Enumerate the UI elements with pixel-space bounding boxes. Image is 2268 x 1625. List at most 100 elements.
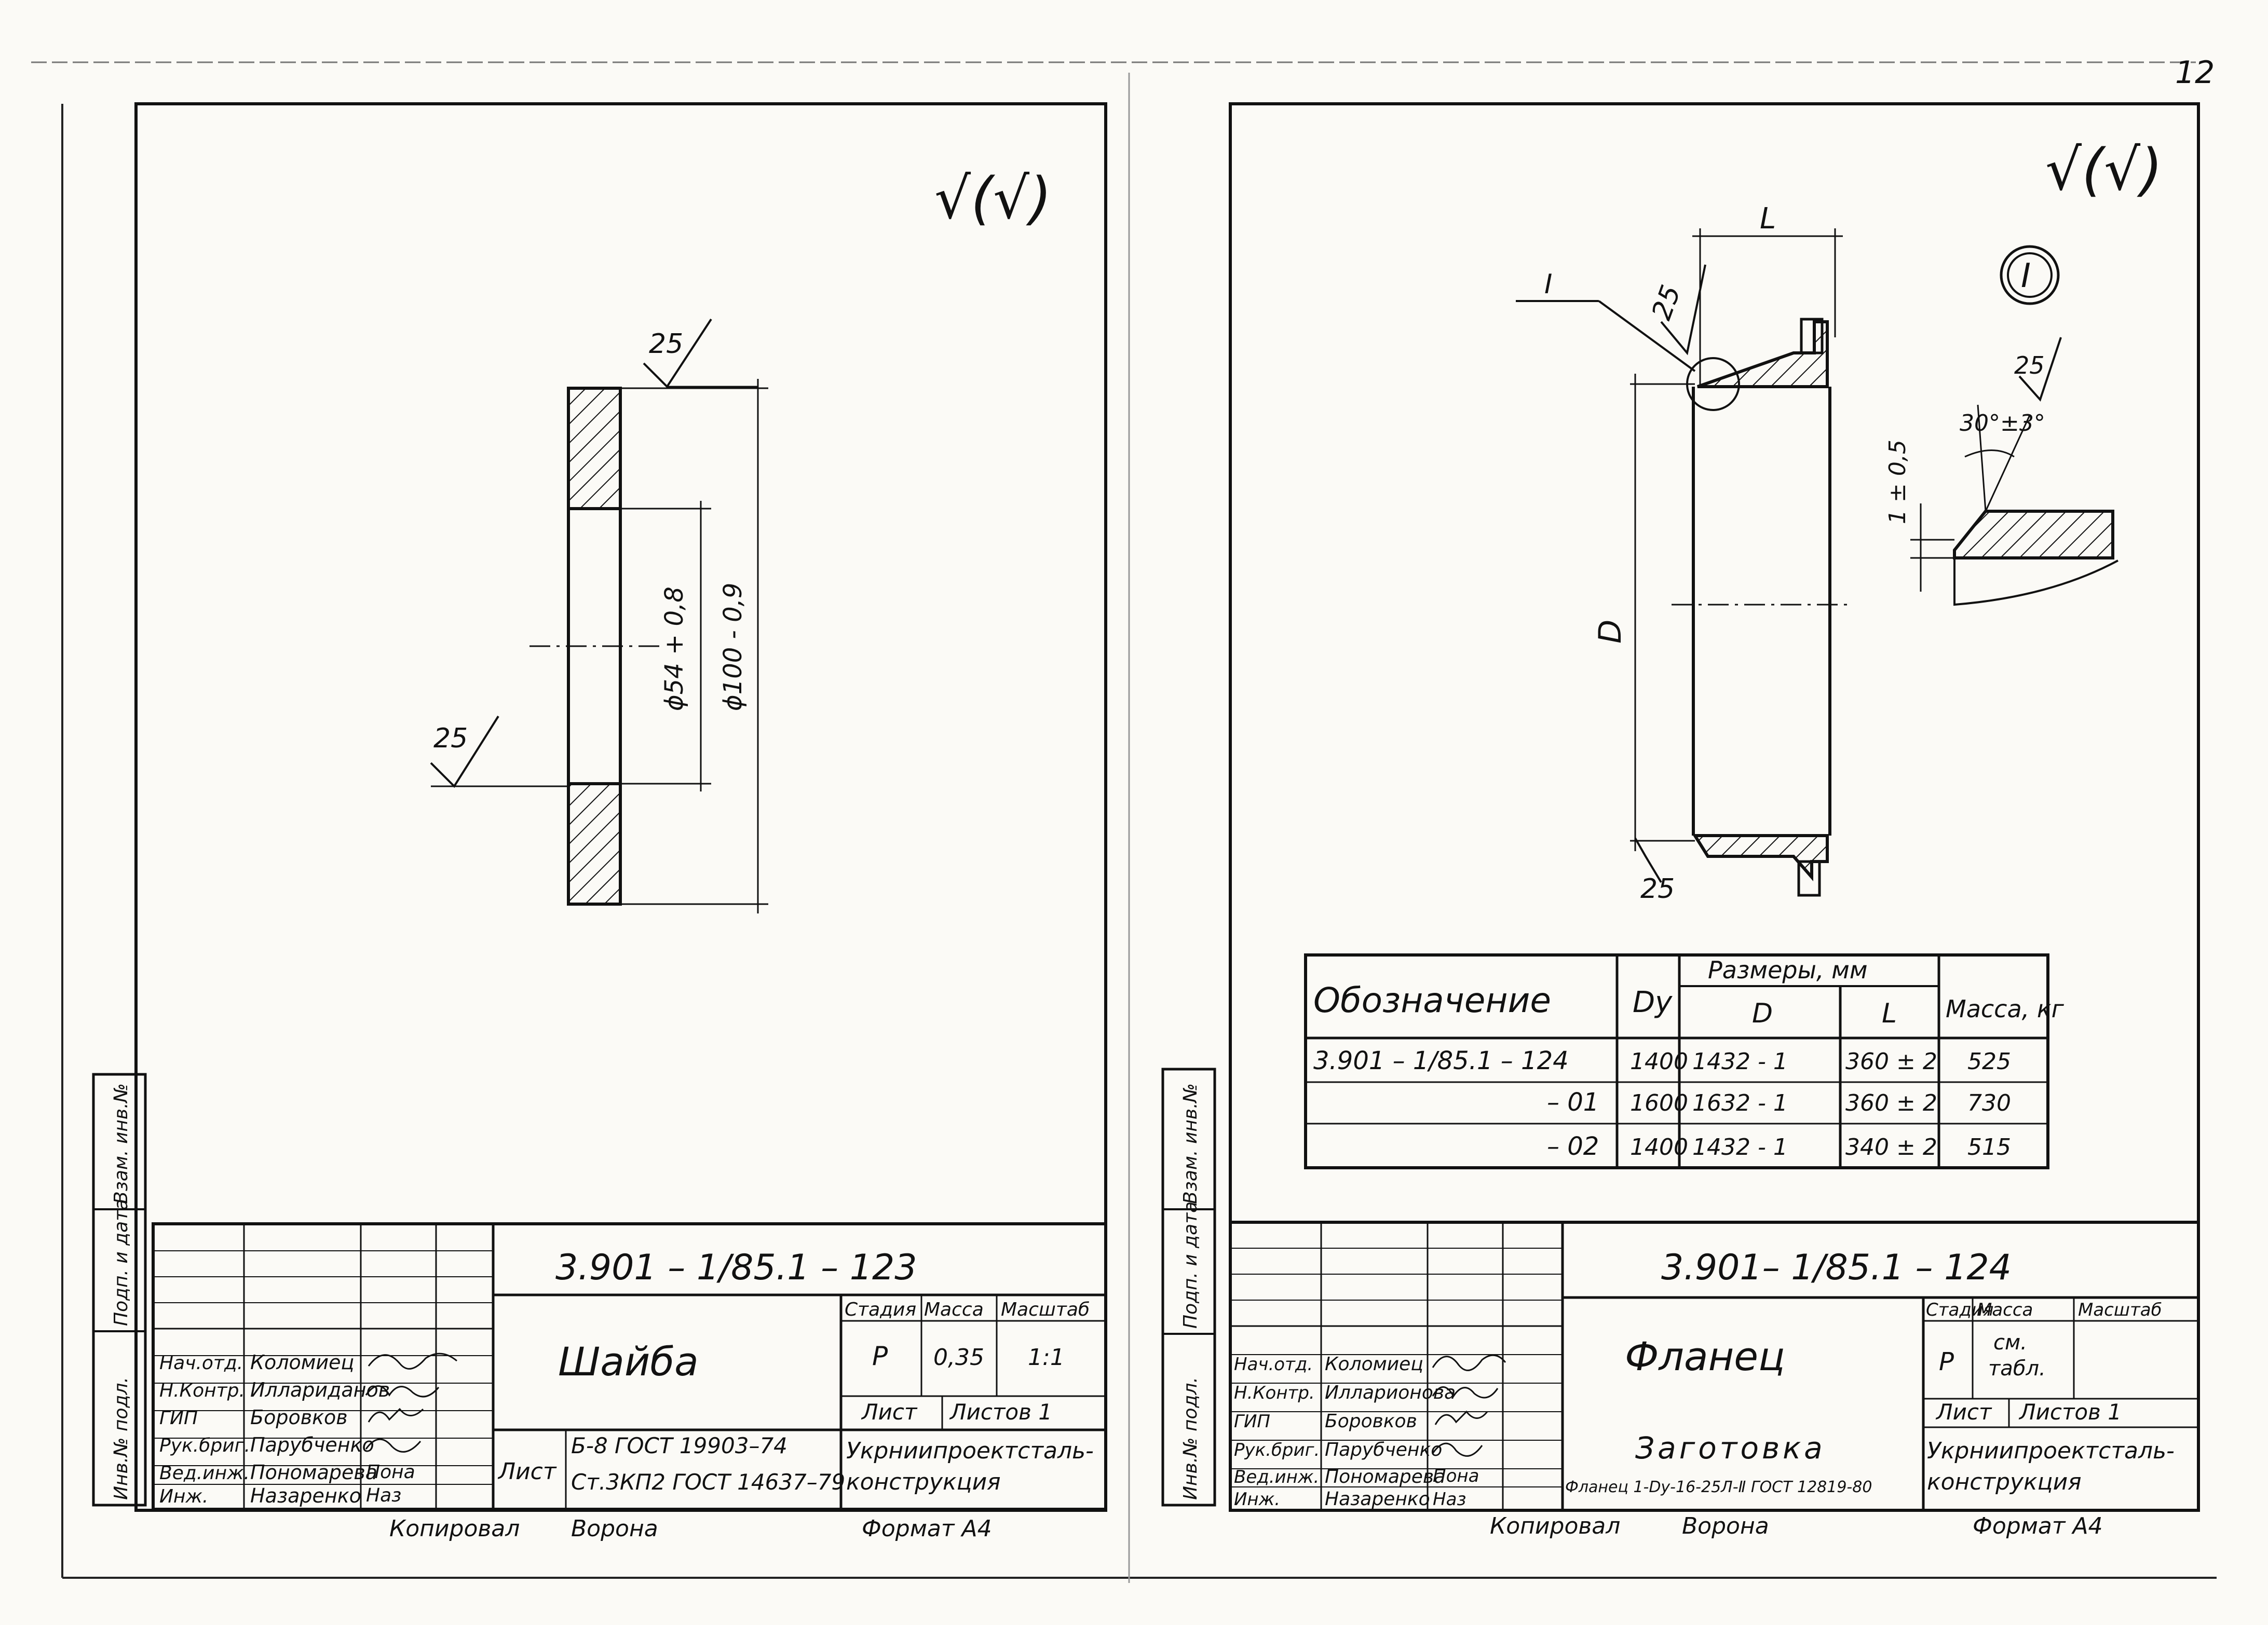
material-line-2: Ст.3КП2 ГОСТ 14637–79	[571, 1469, 845, 1495]
name-4: Парубченко	[1325, 1439, 1442, 1460]
dimension-inner-diameter: ϕ54 + 0,8	[660, 586, 689, 711]
designation: 3.901 – 1/85.1 – 123	[555, 1247, 917, 1288]
side-label-inventory: Инв.№ подл.	[1180, 1377, 1201, 1500]
role-norm-control: Н.Контр.	[159, 1380, 245, 1401]
roughness-symbol: √(√)	[2045, 136, 2163, 203]
header-d: D	[1752, 998, 1773, 1029]
signature-6: Наз	[366, 1485, 401, 1506]
row-3-mass: 515	[1967, 1134, 2011, 1160]
detail-callout-label: I	[1544, 269, 1552, 300]
stage-value: Р	[1939, 1347, 1954, 1376]
scale-header: Масштаб	[2078, 1300, 2162, 1320]
side-label-replaced: Взам. инв.№	[1180, 1083, 1201, 1204]
drawing-flange: √(√) L D I 25 25 I	[1161, 102, 2200, 1539]
sheet-label: Лист	[1935, 1399, 1992, 1425]
mass-header: Масса	[1977, 1300, 2033, 1320]
dimension-outer-diameter: ϕ100 - 0,9	[718, 583, 748, 711]
washer-section-top	[567, 387, 622, 510]
format-label: Формат А4	[1973, 1513, 2103, 1539]
row-1-designation: 3.901 – 1/85.1 – 124	[1313, 1046, 1569, 1075]
copied-by: Ворона	[571, 1515, 658, 1542]
row-2-dy: 1600	[1630, 1090, 1688, 1116]
name-5: Пономарева	[250, 1461, 377, 1484]
row-3-l: 340 ± 2	[1845, 1134, 1937, 1160]
mass-value-line-1: см.	[1993, 1331, 2027, 1355]
side-label-signature-date: Подп. и дата	[1180, 1201, 1201, 1329]
side-stamp-column	[1161, 1068, 1216, 1507]
org-line-2: конструкция	[846, 1469, 1001, 1495]
name-6: Назаренко	[250, 1484, 361, 1507]
stage-header: Стадия	[845, 1299, 916, 1320]
side-label-inventory: Инв.№ подл.	[111, 1377, 132, 1500]
part-name: Фланец	[1625, 1333, 1785, 1380]
mass-value-line-2: табл.	[1988, 1357, 2046, 1381]
designation: 3.901– 1/85.1 – 124	[1661, 1247, 2012, 1288]
dimension-length: L	[1760, 202, 1776, 236]
row-3-d: 1432 - 1	[1692, 1134, 1788, 1160]
side-stamp-column	[92, 1073, 147, 1507]
title-block	[1229, 1221, 2200, 1512]
side-label-replaced: Взам. инв.№	[111, 1083, 132, 1204]
roughness-top-value: 25	[1646, 281, 1687, 324]
copied-label: Копировал	[389, 1515, 520, 1542]
name-4: Парубченко	[250, 1433, 374, 1456]
detail-land: 1 ± 0,5	[1884, 440, 1911, 524]
blank-label: Заготовка	[1635, 1430, 1826, 1466]
stage-header: Стадия	[1926, 1300, 1993, 1320]
org-line-1: Укрниипроектсталь-	[1927, 1438, 2175, 1464]
row-3-designation: – 02	[1547, 1132, 1599, 1161]
role-engineer: Инж.	[1234, 1489, 1280, 1510]
org-line-2: конструкция	[1927, 1469, 2082, 1495]
format-label: Формат А4	[862, 1515, 992, 1542]
detail-angle: 30°±3°	[1960, 410, 2045, 436]
signatures	[365, 1353, 457, 1453]
blank-spec: Фланец 1-Dу-16-25Л-Ⅱ ГОСТ 12819-80	[1565, 1478, 1872, 1496]
detail-label-circle	[2000, 245, 2060, 305]
mass-header: Масса	[924, 1299, 984, 1320]
role-engineer: Инж.	[159, 1486, 208, 1507]
copied-label: Копировал	[1490, 1513, 1620, 1539]
name-5: Пономарева	[1325, 1466, 1445, 1487]
row-1-d: 1432 - 1	[1692, 1048, 1788, 1075]
side-label-signature-date: Подп. и дата	[111, 1199, 132, 1326]
roughness-top-value: 25	[649, 329, 683, 360]
title-block	[152, 1222, 1107, 1511]
name-6: Назаренко	[1325, 1489, 1430, 1510]
header-dy: Dу	[1633, 986, 1673, 1019]
org-line-1: Укрниипроектсталь-	[846, 1438, 1094, 1464]
role-head-of-dept: Нач.отд.	[1234, 1354, 1313, 1375]
header-sizes: Размеры, мм	[1708, 956, 1868, 984]
role-team-lead: Рук.бриг.	[159, 1435, 250, 1456]
dimension-diameter: D	[1592, 620, 1628, 644]
header-designation: Обозначение	[1313, 980, 1551, 1020]
signature-5: Пона	[366, 1462, 415, 1483]
role-lead-engineer: Вед.инж.	[159, 1463, 250, 1484]
role-chief-engineer: ГИП	[1234, 1411, 1270, 1432]
role-lead-engineer: Вед.инж.	[1234, 1467, 1319, 1487]
row-1-l: 360 ± 2	[1845, 1048, 1937, 1075]
mass-value: 0,35	[933, 1344, 984, 1371]
signature-5: Пона	[1433, 1466, 1479, 1486]
name-3: Боровков	[1325, 1411, 1417, 1432]
row-2-mass: 730	[1967, 1090, 2011, 1116]
washer-section-bottom	[567, 782, 622, 906]
scale-value: 1:1	[1028, 1344, 1065, 1371]
detail-roughness-value: 25	[2014, 351, 2045, 379]
drawing-frame	[1229, 102, 2200, 1512]
drawing-washer: √(√) ϕ54 + 0,8 ϕ100 - 0,9 25 25 Инв.№ по…	[92, 102, 1107, 1542]
material-label: Лист	[497, 1458, 557, 1485]
row-3-dy: 1400	[1630, 1134, 1688, 1160]
signatures	[1432, 1354, 1506, 1457]
scale-header: Масштаб	[1001, 1299, 1090, 1320]
flange-section-top	[1697, 320, 1829, 388]
variants-table: Обозначение Dу Размеры, мм D L Масса, кг…	[1304, 953, 2065, 1169]
name-3: Боровков	[250, 1406, 348, 1429]
row-2-l: 360 ± 2	[1845, 1090, 1937, 1116]
name-2: Илларионова	[1325, 1382, 1456, 1403]
sheets-label: Листов 1	[2018, 1399, 2122, 1425]
row-2-d: 1632 - 1	[1692, 1090, 1788, 1116]
detail-callout-circle	[1686, 357, 1740, 411]
header-mass: Масса, кг	[1946, 995, 2065, 1023]
role-team-lead: Рук.бриг.	[1234, 1440, 1320, 1460]
